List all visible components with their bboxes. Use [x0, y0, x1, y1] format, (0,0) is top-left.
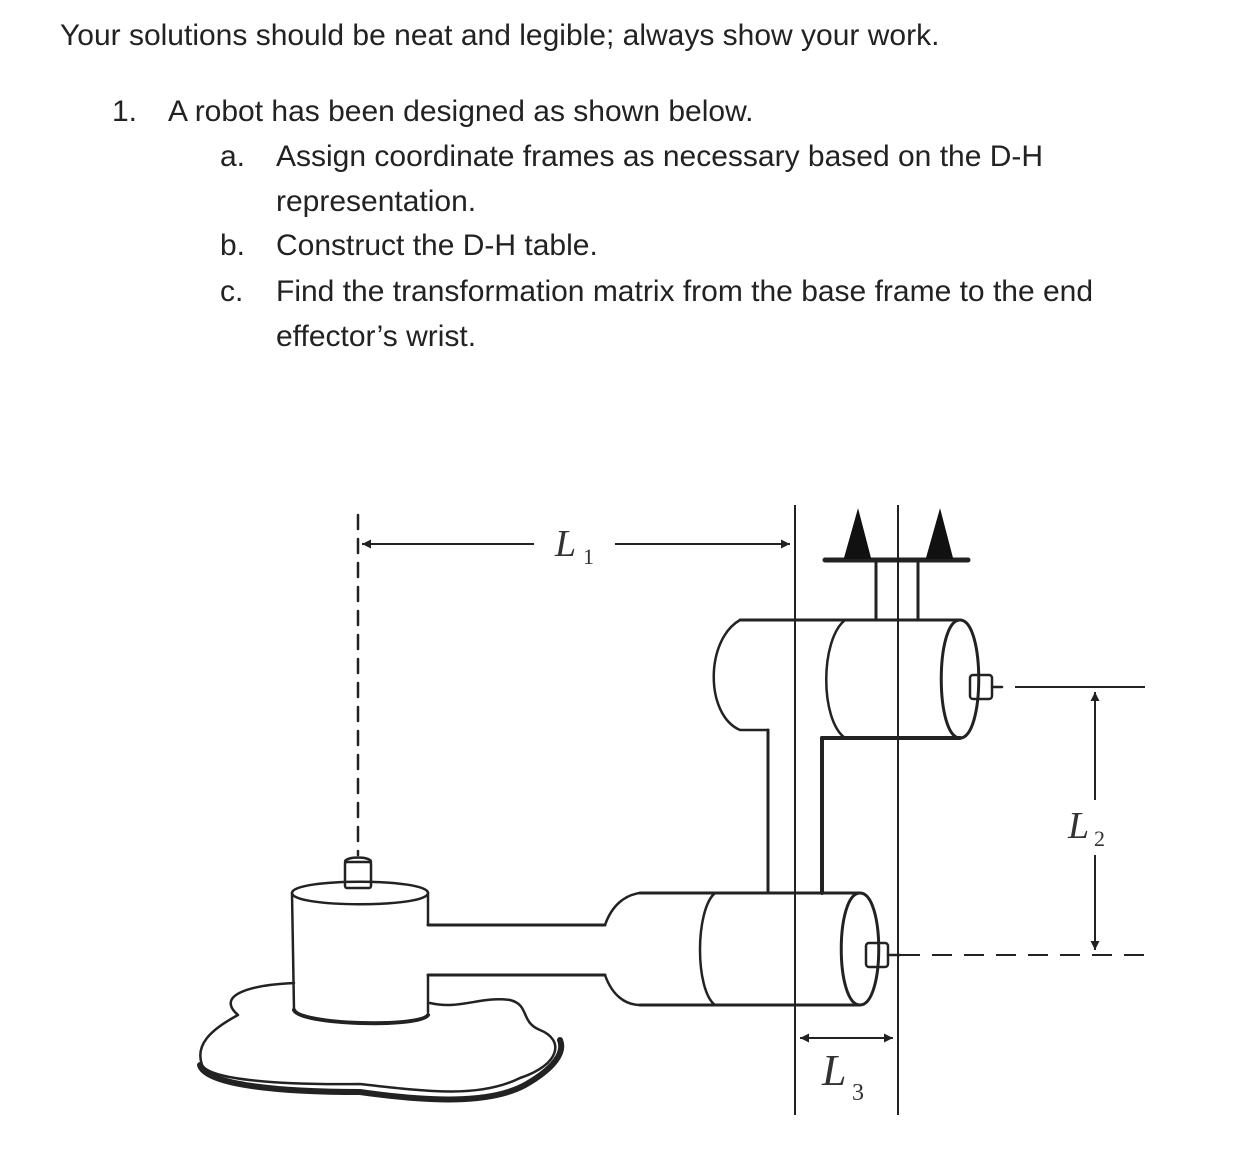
base-cylinder-left	[290, 891, 296, 1012]
part-c-text: Find the transformation matrix from the …	[276, 275, 1094, 353]
l1-subscript: 1	[583, 544, 594, 569]
l1-label: L	[554, 523, 576, 565]
gripper-finger-right	[925, 508, 954, 559]
l3-label: L	[821, 1046, 846, 1095]
l3-subscript: 3	[852, 1080, 864, 1106]
l2-subscript: 2	[1094, 826, 1105, 851]
gripper-finger-left	[843, 508, 872, 559]
instructions-text: Your solutions should be neat and legibl…	[60, 19, 940, 52]
problem-number: 1.	[112, 95, 138, 128]
problem-statement: A robot has been designed as shown below…	[168, 95, 754, 128]
floor-plate	[199, 981, 557, 1093]
floor-plate-thickness	[197, 1037, 565, 1103]
upper-pin	[968, 673, 994, 701]
part-c-marker: c.	[220, 275, 244, 308]
upper-cylinder-end	[939, 618, 981, 740]
part-a-text: Assign coordinate frames as necessary ba…	[276, 140, 1044, 218]
base-cylinder-top	[290, 880, 430, 906]
part-b-text: Construct the D-H table.	[276, 229, 598, 262]
part-a-marker: a.	[220, 140, 246, 173]
lower-cylinder-end	[839, 891, 881, 1007]
part-b-marker: b.	[220, 229, 246, 262]
l2-label: L	[1067, 805, 1089, 847]
base-knob	[343, 860, 373, 890]
base-cylinder-bottom	[292, 1008, 430, 1026]
